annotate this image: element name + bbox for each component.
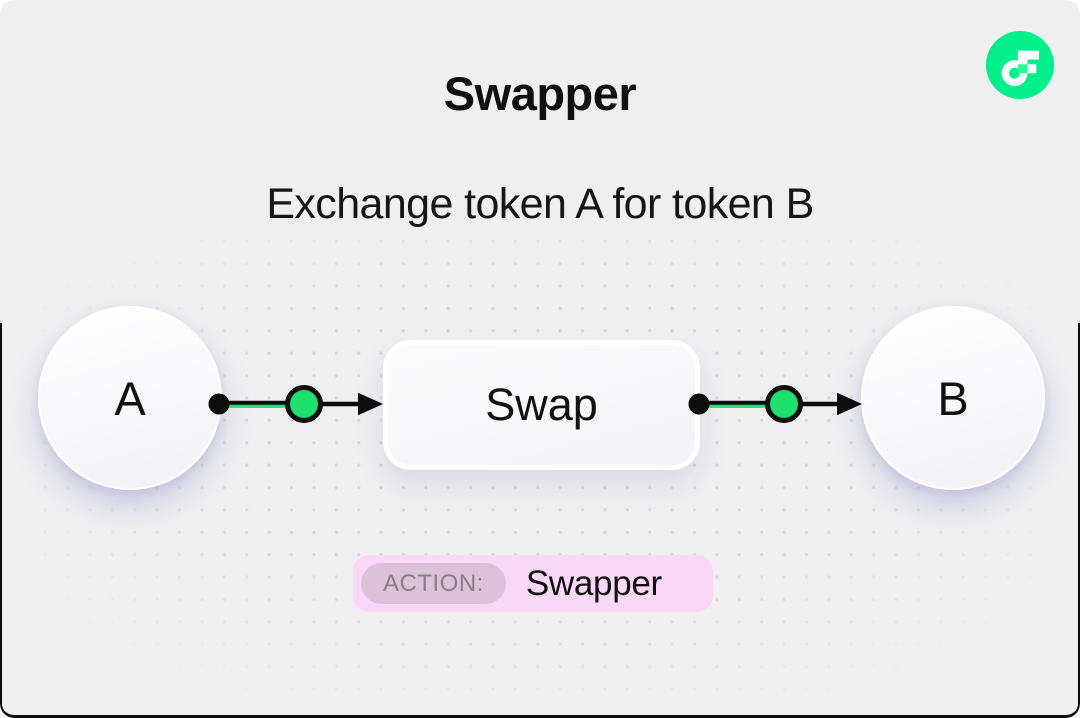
token-marker	[765, 385, 803, 423]
action-badge-value: Swapper	[525, 563, 662, 603]
node-swap[interactable]: Swap	[383, 340, 700, 470]
page-subtitle: Exchange token A for token B	[266, 180, 814, 228]
flow-logo-icon	[986, 31, 1054, 99]
token-marker	[285, 385, 323, 423]
node-swap-label: Swap	[485, 379, 598, 430]
arrowhead-icon	[837, 392, 862, 416]
flow-dot	[688, 393, 710, 415]
node-token-a-label: A	[114, 371, 146, 425]
node-token-b-label: B	[937, 371, 969, 425]
connector-swap-to-b	[688, 385, 862, 423]
arrowhead-icon	[358, 392, 383, 416]
flow-logo-svg	[986, 31, 1054, 99]
node-token-b[interactable]: B	[861, 306, 1045, 490]
action-badge: ACTION: Swapper	[353, 555, 713, 612]
flow-dot	[208, 393, 230, 415]
node-token-a[interactable]: A	[38, 306, 222, 490]
connector-a-to-swap	[208, 385, 383, 423]
page-title: Swapper	[443, 67, 637, 120]
action-badge-label: ACTION:	[361, 563, 506, 604]
